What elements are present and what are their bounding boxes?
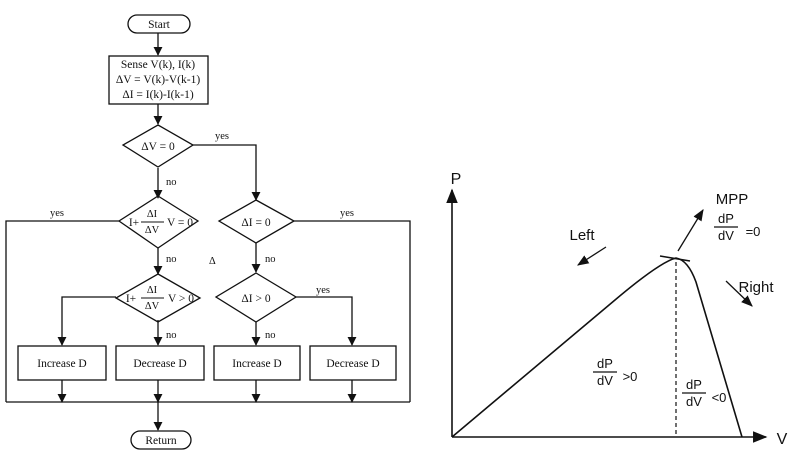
dv-zero-label: ΔV = 0 [141, 141, 175, 153]
left-label: Left [569, 227, 595, 244]
sense-box [108, 55, 209, 105]
yes-label-cond1: yes [50, 208, 64, 219]
right-arrow [725, 280, 753, 307]
cond1-suffix: V = 0 [167, 217, 193, 229]
right-cond-rel: <0 [712, 390, 727, 405]
no-label-dv: no [166, 177, 177, 188]
box-label-increase-2: Increase D [232, 358, 281, 370]
right-cond-den: dV [686, 394, 702, 409]
sense-line-3: ΔI = I(k)-I(k-1) [122, 89, 194, 101]
branch-labels: yes no yes yes no no yes no no Δ [50, 131, 354, 341]
yes-label-di-zero: yes [340, 208, 354, 219]
yes-label-di-pos: yes [316, 285, 330, 296]
left-cond-den: dV [597, 373, 613, 388]
sense-line-1: Sense V(k), I(k) [121, 59, 195, 71]
left-cond-rel: >0 [623, 369, 638, 384]
cond1-prefix: I+ [129, 217, 139, 229]
mpp-cond-den: dV [718, 228, 734, 243]
box-label-decrease-1: Decrease D [133, 358, 186, 370]
di-pos-decision [214, 272, 298, 323]
box-label-increase-1: Increase D [37, 358, 86, 370]
return-label: Return [145, 435, 177, 447]
box-label-decrease-2: Decrease D [326, 358, 379, 370]
no-label-di-pos: no [265, 330, 276, 341]
mpp-arrow [677, 209, 704, 252]
cond2-decision [114, 273, 202, 323]
increase-d-box-2 [213, 345, 301, 381]
no-label-di-zero: no [265, 254, 276, 265]
di-pos-label: ΔI > 0 [241, 293, 270, 305]
sense-line-2: ΔV = V(k)-V(k-1) [116, 74, 201, 86]
cond1-decision [117, 195, 200, 249]
p-axis-label: P [451, 171, 462, 188]
cond2-prefix: I+ [126, 293, 136, 305]
right-cond-num: dP [686, 377, 702, 392]
pv-curve-text: P V MPP dP dV =0 Left Right dP dV >0 dP … [451, 171, 788, 448]
start-label: Start [148, 19, 171, 31]
mpp-cond-rel: =0 [746, 224, 761, 239]
mpp-label: MPP [716, 191, 749, 208]
flowchart-text: Start Sense V(k), I(k) ΔV = V(k)-V(k-1) … [37, 19, 379, 447]
left-cond-num: dP [597, 356, 613, 371]
pv-curve-plot [446, 188, 768, 443]
left-arrow [577, 246, 607, 266]
cond2-suffix: V > 0 [168, 293, 194, 305]
di-zero-decision [217, 199, 296, 244]
stray-delta-mark: Δ [209, 256, 216, 267]
di-zero-label: ΔI = 0 [241, 217, 270, 229]
return-terminal [130, 430, 192, 450]
decrease-d-box-1 [115, 345, 205, 381]
yes-label-dv: yes [215, 131, 229, 142]
cond1-den: ΔV [145, 225, 160, 236]
cond2-den: ΔV [145, 301, 160, 312]
dv-zero-decision [121, 124, 195, 168]
flowchart [5, 14, 411, 450]
pv-curve [451, 257, 743, 438]
flowchart-connectors [5, 33, 411, 431]
no-label-cond2: no [166, 330, 177, 341]
cond2-num: ΔI [147, 285, 158, 296]
decrease-d-box-2 [309, 345, 397, 381]
right-label: Right [738, 279, 774, 296]
increase-d-box-1 [17, 345, 107, 381]
mpp-cond-num: dP [718, 211, 734, 226]
no-label-cond1: no [166, 254, 177, 265]
mpp-tick [659, 255, 691, 262]
cond1-num: ΔI [147, 209, 158, 220]
v-axis-label: V [777, 431, 788, 448]
start-terminal [127, 14, 191, 34]
